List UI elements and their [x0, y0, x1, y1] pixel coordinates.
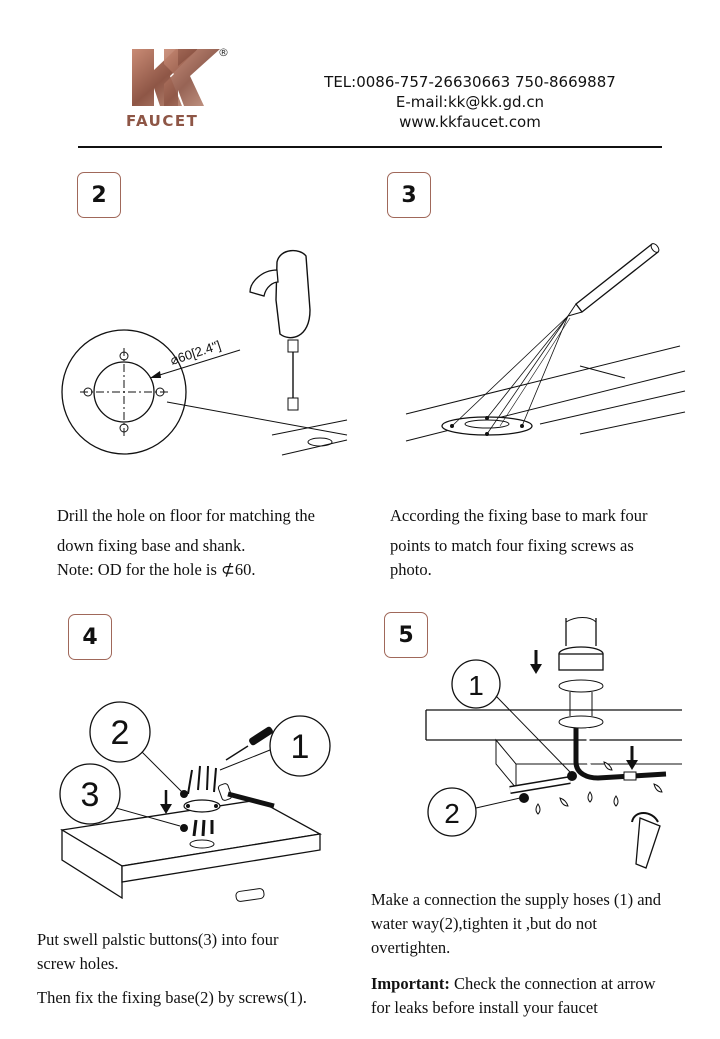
step-3-illustration [405, 243, 686, 442]
header-divider [78, 146, 662, 148]
step-4-number: 4 [68, 614, 112, 660]
step-4-text: Put swell palstic buttons(3) into four s… [37, 928, 307, 1010]
step-5-number: 5 [384, 612, 428, 658]
step-5-line-2: water way(2),tighten it ,but do not [371, 914, 597, 933]
important-text: Check the connection at arrow [449, 974, 656, 993]
step-3-line-1: According the fixing base to mark four [390, 506, 648, 525]
step-2-text: Drill the hole on floor for matching the… [57, 504, 315, 582]
contact-tel: TEL:0086-757-26630663 750-8669887 [324, 73, 616, 91]
step-4-line-2: screw holes. [37, 954, 119, 973]
step-4-callout-3: 3 [81, 776, 100, 814]
step-3-number: 3 [387, 172, 431, 218]
step-5-illustration: 1 2 [425, 617, 682, 869]
step-4-line-1: Put swell palstic buttons(3) into four [37, 930, 279, 949]
step-2-line-1: Drill the hole on floor for matching the [57, 506, 315, 525]
step-5-line-3: overtighten. [371, 938, 451, 957]
step-2-number: 2 [77, 172, 121, 218]
step-5-callout-1: 1 [468, 670, 484, 701]
registered-mark: ® [218, 46, 229, 59]
step-4-line-3: Then fix the fixing base(2) by screws(1)… [37, 988, 307, 1007]
logo: ® FAUCET [118, 44, 233, 132]
step-5-important: Important: Check the connection at arrow [371, 972, 661, 996]
step-4-illustration: 2 1 3 [59, 701, 331, 902]
step-4-callout-2: 2 [111, 714, 130, 752]
logo-mark-icon [132, 49, 220, 106]
logo-text: FAUCET [126, 112, 199, 130]
contact-web[interactable]: www.kkfaucet.com [399, 113, 541, 131]
step-3-line-2: points to match four fixing screws as [390, 536, 634, 555]
step-3-line-3: photo. [390, 560, 432, 579]
step-2-line-3: Note: OD for the hole is ⊄60. [57, 560, 256, 579]
step-5-text: Make a connection the supply hoses (1) a… [371, 888, 661, 1020]
step-4-callout-1: 1 [291, 728, 310, 766]
step-5-line-1: Make a connection the supply hoses (1) a… [371, 890, 662, 909]
contact-block: TEL:0086-757-26630663 750-8669887 E-mail… [300, 72, 640, 132]
contact-email: E-mail:kk@kk.gd.cn [395, 93, 545, 111]
important-label: Important: [371, 974, 450, 993]
step-5-important-line-2: for leaks before install your faucet [371, 998, 598, 1017]
step-2-line-2: down fixing base and shank. [57, 536, 246, 555]
step-2-illustration: ⌀60[2.4"] [61, 249, 348, 456]
step-2-dimension-label: ⌀60[2.4"] [168, 337, 222, 367]
step-3-text: According the fixing base to mark four p… [390, 504, 648, 582]
step-5-callout-2: 2 [444, 798, 460, 829]
